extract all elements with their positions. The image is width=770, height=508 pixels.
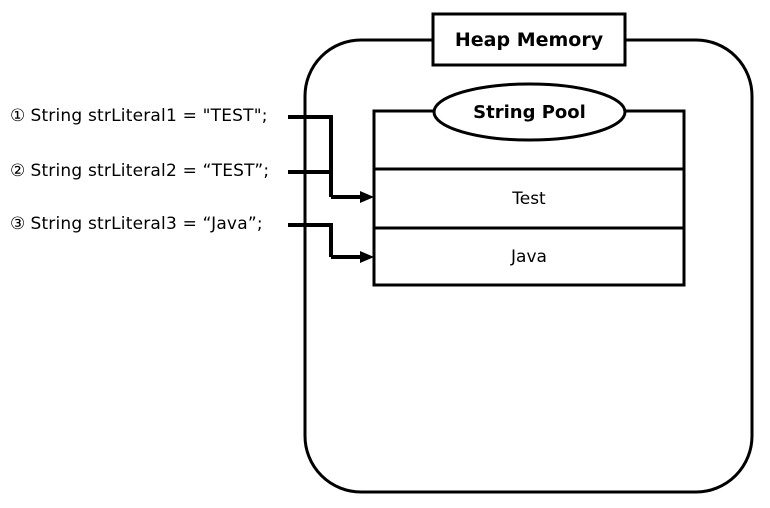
code-line-2-text: String strLiteral2 = “TEST”; [30,161,270,181]
string-pool-ellipse [432,82,627,142]
code-line-1-text: String strLiteral1 = "TEST"; [30,106,268,126]
code-line-3-text: String strLiteral3 = “Java”; [30,214,263,234]
code-line-1-marker: ① [10,106,26,126]
heap-memory-box [431,12,627,67]
pool-row-empty [375,112,683,169]
string-pool-title: String Pool [473,101,586,123]
pool-row-test: Test [512,189,546,209]
code-line-3-marker: ③ [10,214,26,234]
arrow-head-to-java [360,251,374,263]
heap-memory-title: Heap Memory [454,28,604,51]
pool-row-java: Java [511,247,547,267]
code-line-2-marker: ② [10,161,26,181]
arrow-head-to-test [360,191,374,203]
